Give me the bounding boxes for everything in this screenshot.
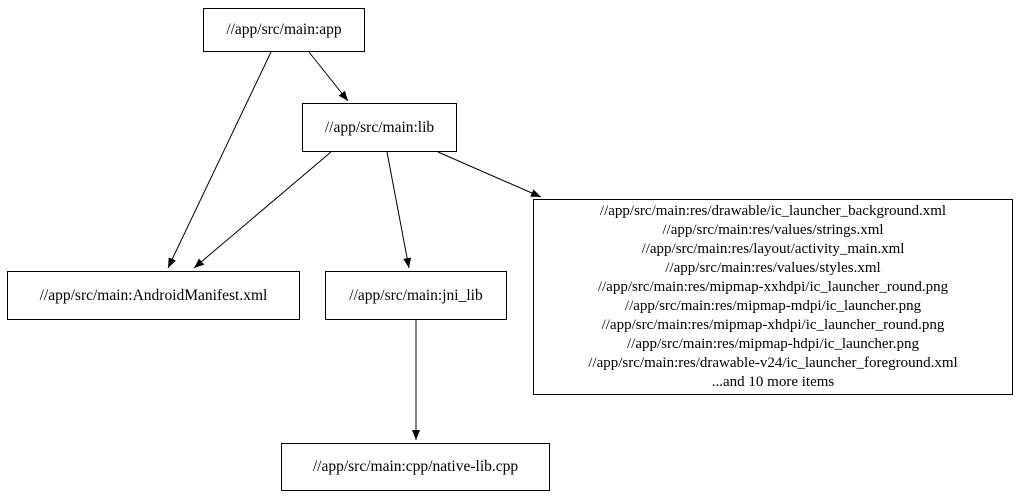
node-android-manifest: //app/src/main:AndroidManifest.xml: [7, 271, 300, 320]
node-lib: //app/src/main:lib: [302, 103, 457, 152]
node-app: //app/src/main:app: [203, 8, 365, 52]
edge-lib-jni_lib: [386, 151, 412, 269]
res-file-line: //app/src/main:res/drawable-v24/ic_launc…: [588, 355, 958, 371]
edge-lib-res_files: [437, 151, 542, 198]
res-file-line: //app/src/main:res/layout/activity_main.…: [641, 241, 905, 257]
res-file-line: //app/src/main:res/mipmap-xhdpi/ic_launc…: [601, 317, 945, 333]
node-native-lib-cpp: //app/src/main:cpp/native-lib.cpp: [281, 443, 550, 491]
res-files-more-items: ...and 10 more items: [711, 374, 835, 390]
res-file-line: //app/src/main:res/mipmap-mdpi/ic_launch…: [624, 298, 922, 314]
node-app-label: //app/src/main:app: [226, 21, 342, 38]
node-android-manifest-label: //app/src/main:AndroidManifest.xml: [39, 286, 268, 304]
res-file-line: //app/src/main:res/values/strings.xml: [662, 222, 884, 238]
edge-app-android_manifest: [167, 51, 272, 269]
node-lib-label: //app/src/main:lib: [324, 118, 435, 136]
res-file-line: //app/src/main:res/drawable/ic_launcher_…: [599, 203, 947, 219]
node-native-lib-cpp-label: //app/src/main:cpp/native-lib.cpp: [312, 458, 519, 475]
edge-app-lib: [308, 51, 349, 102]
res-file-line: //app/src/main:res/mipmap-hdpi/ic_launch…: [626, 336, 919, 352]
res-file-line: //app/src/main:res/mipmap-xxhdpi/ic_laun…: [597, 279, 949, 295]
node-res-files: //app/src/main:res/drawable/ic_launcher_…: [533, 199, 1013, 395]
edge-lib-android_manifest: [193, 151, 332, 269]
node-jni-lib: //app/src/main:jni_lib: [325, 271, 507, 320]
node-jni-lib-label: //app/src/main:jni_lib: [349, 286, 483, 304]
res-file-line: //app/src/main:res/values/styles.xml: [665, 260, 881, 276]
